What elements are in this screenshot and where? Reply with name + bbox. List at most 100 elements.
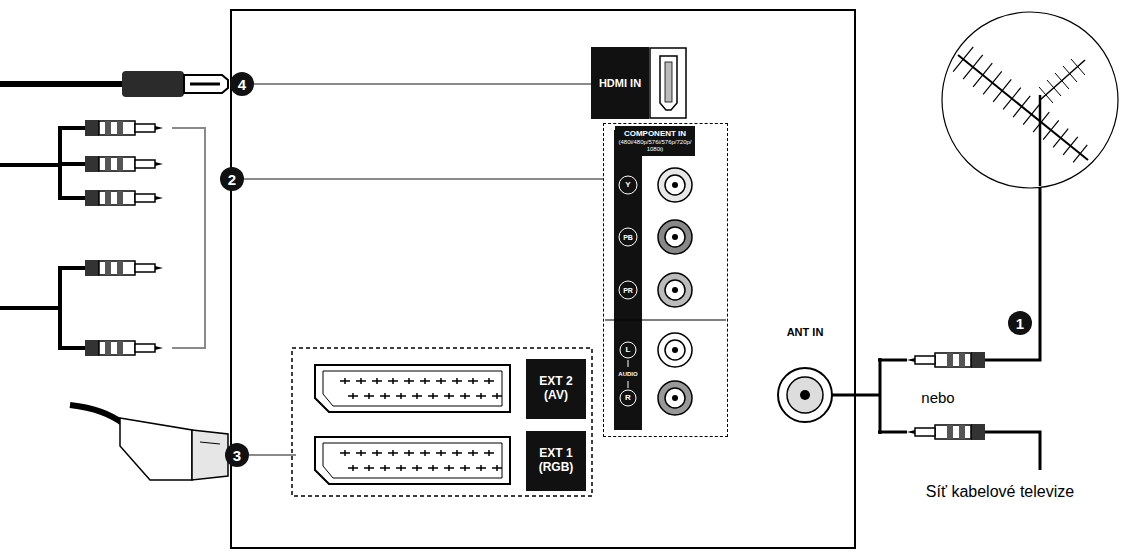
label-ring xyxy=(620,390,636,406)
antenna-element xyxy=(973,63,992,87)
audio-dash xyxy=(628,360,629,367)
audio-cable xyxy=(58,266,85,270)
antenna-element xyxy=(1033,112,1049,132)
rca-plug xyxy=(85,260,163,276)
cable-tv-plug xyxy=(907,424,985,440)
tv-panel xyxy=(231,10,855,548)
label-ring xyxy=(619,281,637,299)
audio-cable xyxy=(58,266,62,350)
label-ring xyxy=(619,228,637,246)
port-label-box: HDMI IN xyxy=(591,47,649,119)
antenna-element xyxy=(1039,87,1053,103)
rca-jack xyxy=(658,381,692,415)
jack-letter: R xyxy=(625,394,631,402)
hdmi-plug-tip xyxy=(184,75,228,93)
component-cable xyxy=(58,196,85,200)
rca-plug xyxy=(85,120,163,136)
audio-cable xyxy=(58,346,85,350)
antenna-boom xyxy=(958,55,1088,160)
antenna-mast xyxy=(1039,95,1042,186)
jack-label-strip xyxy=(614,130,642,430)
scart-plug-detail xyxy=(200,442,220,444)
antenna-element xyxy=(1003,88,1021,110)
component-cable xyxy=(58,162,85,166)
port-row: EXT 1 (RGB) xyxy=(296,431,586,491)
antenna-element xyxy=(983,71,1002,94)
port-name: EXT 2 (AV) xyxy=(526,359,586,419)
antenna-wire xyxy=(878,359,907,362)
label-ring xyxy=(619,176,637,194)
label-ring xyxy=(620,342,636,358)
scart-socket xyxy=(315,437,510,484)
jack-separator xyxy=(605,320,726,321)
antenna-element xyxy=(1053,129,1068,148)
port-row: EXT 2 (AV) xyxy=(296,359,586,419)
antenna-jack-pin xyxy=(800,390,810,400)
source-name: Síť kabelové televize xyxy=(926,484,1074,500)
rca-jack xyxy=(658,273,692,307)
antenna-inset xyxy=(942,12,1118,188)
port-name: ANT IN xyxy=(787,327,824,338)
jack-letter: L xyxy=(626,346,631,354)
rca-plug xyxy=(85,340,163,356)
antenna-element xyxy=(1047,80,1061,96)
note: nebo xyxy=(921,390,954,405)
antenna-element xyxy=(1023,104,1040,125)
jack-letter: PR xyxy=(623,287,633,294)
audio-label: AUDIO xyxy=(618,371,637,377)
callout-circle: 4 xyxy=(230,72,254,96)
rca-plug xyxy=(85,190,163,206)
component-cable xyxy=(58,126,85,130)
hdmi-cable xyxy=(0,81,124,87)
antenna-element xyxy=(1073,145,1087,162)
scart-cable xyxy=(70,405,124,424)
callout-number: 3 xyxy=(233,448,241,463)
antenna-element xyxy=(1071,59,1085,75)
antenna-boom xyxy=(1040,60,1085,100)
leader-line xyxy=(254,83,591,85)
scart-socket xyxy=(315,365,510,412)
hdmi-port-tongue xyxy=(665,62,672,102)
jack-letter: Y xyxy=(625,181,630,189)
port-name: EXT 1 (RGB) xyxy=(526,431,586,491)
rca-jack xyxy=(658,220,692,254)
callout-circle: 3 xyxy=(225,443,249,467)
format-note: (480i/480p/576i/576p/720p/1080i) xyxy=(615,139,695,156)
port-name: HDMI IN xyxy=(599,77,641,89)
audio-dash xyxy=(628,381,629,388)
antenna-jack xyxy=(778,368,832,422)
antenna-element xyxy=(1055,73,1069,89)
antenna-element xyxy=(963,55,983,79)
scart-group-frame xyxy=(292,348,592,496)
antenna-plug xyxy=(907,352,985,368)
scart-plug-body xyxy=(120,418,192,480)
leader-line xyxy=(244,178,603,180)
jack-letter: PB xyxy=(623,234,633,241)
callout-circle: 2 xyxy=(220,167,244,191)
antenna-wire xyxy=(878,431,907,434)
callout-circle: 1 xyxy=(1008,311,1032,335)
antenna-elements xyxy=(953,47,1087,163)
component-cable xyxy=(0,163,60,167)
antenna-wire xyxy=(832,394,880,397)
callout-number: 4 xyxy=(238,77,246,92)
hdmi-plug-body xyxy=(122,71,184,97)
antenna-element xyxy=(1013,96,1030,117)
group-bracket xyxy=(172,128,205,348)
hdmi-port xyxy=(650,48,686,118)
scart-plug-head xyxy=(192,430,228,480)
port-group-frame: COMPONENT IN(480i/480p/576i/576p/720p/10… xyxy=(603,123,728,437)
hdmi-port-socket xyxy=(660,56,677,110)
antenna-element xyxy=(1063,137,1078,155)
callout-number: 2 xyxy=(228,172,236,187)
leader-line xyxy=(249,454,296,456)
rca-jack xyxy=(658,333,692,367)
rca-jack xyxy=(658,168,692,202)
hdmi-plug-contacts xyxy=(190,83,220,86)
antenna-element xyxy=(1043,120,1059,139)
antenna-jack-inner xyxy=(787,377,823,413)
antenna-element xyxy=(993,79,1011,101)
